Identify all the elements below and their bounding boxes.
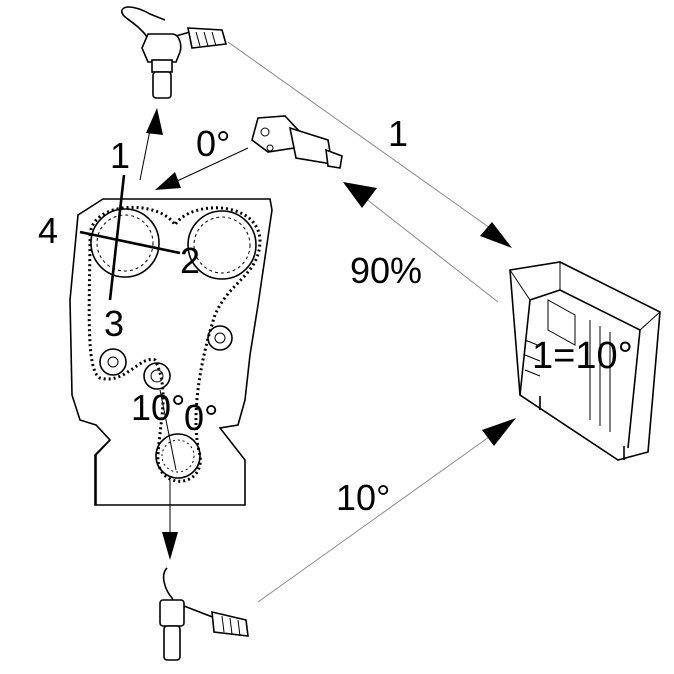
arrow-to-crankshaft-sensor: [162, 480, 178, 560]
cam-pulley-right: [187, 210, 257, 280]
crank-pulley: [155, 433, 201, 479]
angle-label-10-left: 10°: [131, 387, 185, 428]
arrow-to-camshaft-sensor: [139, 108, 163, 181]
pointer-label-3: 3: [104, 303, 124, 344]
idler-pulley: [99, 348, 127, 376]
ecu-module-icon: [509, 261, 661, 461]
engine-timing-cover: [69, 198, 273, 506]
crankshaft-sensor-icon: [159, 567, 249, 661]
tensioner-pulley: [207, 325, 233, 351]
pointer-label-1: 1: [110, 135, 130, 176]
cam-pulley-left: [90, 208, 160, 278]
ecu-formula-label: 1=10°: [532, 335, 633, 377]
timing-belt-engine-icon: [87, 205, 262, 483]
angle-label-0-bottom: 0°: [184, 397, 218, 438]
water-pump-pulley: [143, 362, 171, 390]
signal-line-cam-to-ecu: [227, 41, 512, 248]
signal-line-crank-to-ecu: [257, 418, 516, 603]
pointer-label-4: 4: [38, 210, 58, 251]
angle-label-10-bottom-path: 10°: [336, 477, 390, 518]
path-label-1: 1: [388, 113, 408, 154]
signal-line-ecu-to-actuator: [343, 182, 499, 303]
arrow-to-engine: [155, 147, 249, 190]
part-pointers: [79, 174, 181, 301]
percent-label-90: 90%: [350, 250, 422, 291]
camshaft-sensor-icon: [121, 6, 228, 99]
angle-label-0-top: 0°: [196, 123, 230, 164]
actuator-motor-icon: [251, 115, 343, 169]
pointer-label-2: 2: [180, 240, 200, 281]
